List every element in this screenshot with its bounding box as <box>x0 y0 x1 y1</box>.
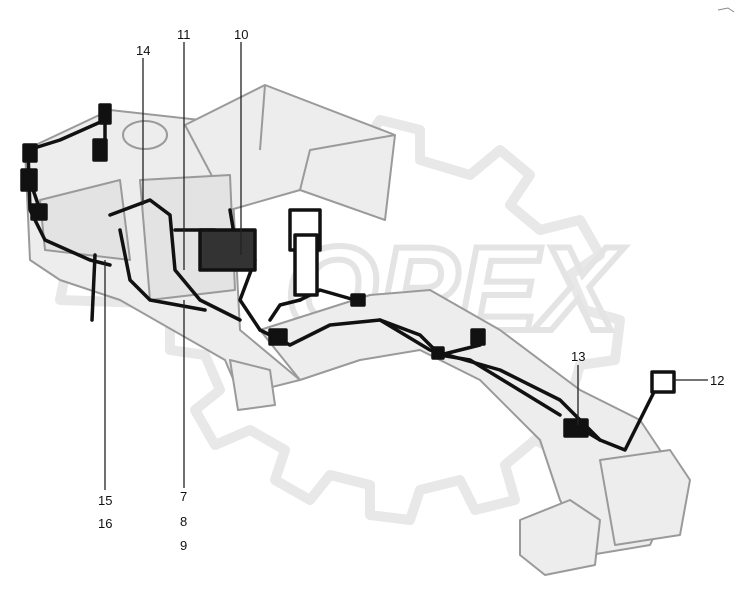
callout-9: 9 <box>180 538 188 553</box>
wiring-harness <box>20 103 676 452</box>
callout-10: 10 <box>234 27 249 42</box>
callout-7: 7 <box>180 489 188 504</box>
callout-15: 15 <box>98 493 113 508</box>
callout-13: 13 <box>571 349 586 364</box>
callout-14: 14 <box>136 43 151 58</box>
machine-frame <box>24 84 691 576</box>
callout-11: 11 <box>177 27 191 42</box>
callout-8: 8 <box>180 514 188 529</box>
callout-16: 16 <box>98 516 113 531</box>
corner-mark <box>717 7 735 13</box>
callout-12: 12 <box>710 373 725 388</box>
callout-leaders <box>104 42 708 490</box>
